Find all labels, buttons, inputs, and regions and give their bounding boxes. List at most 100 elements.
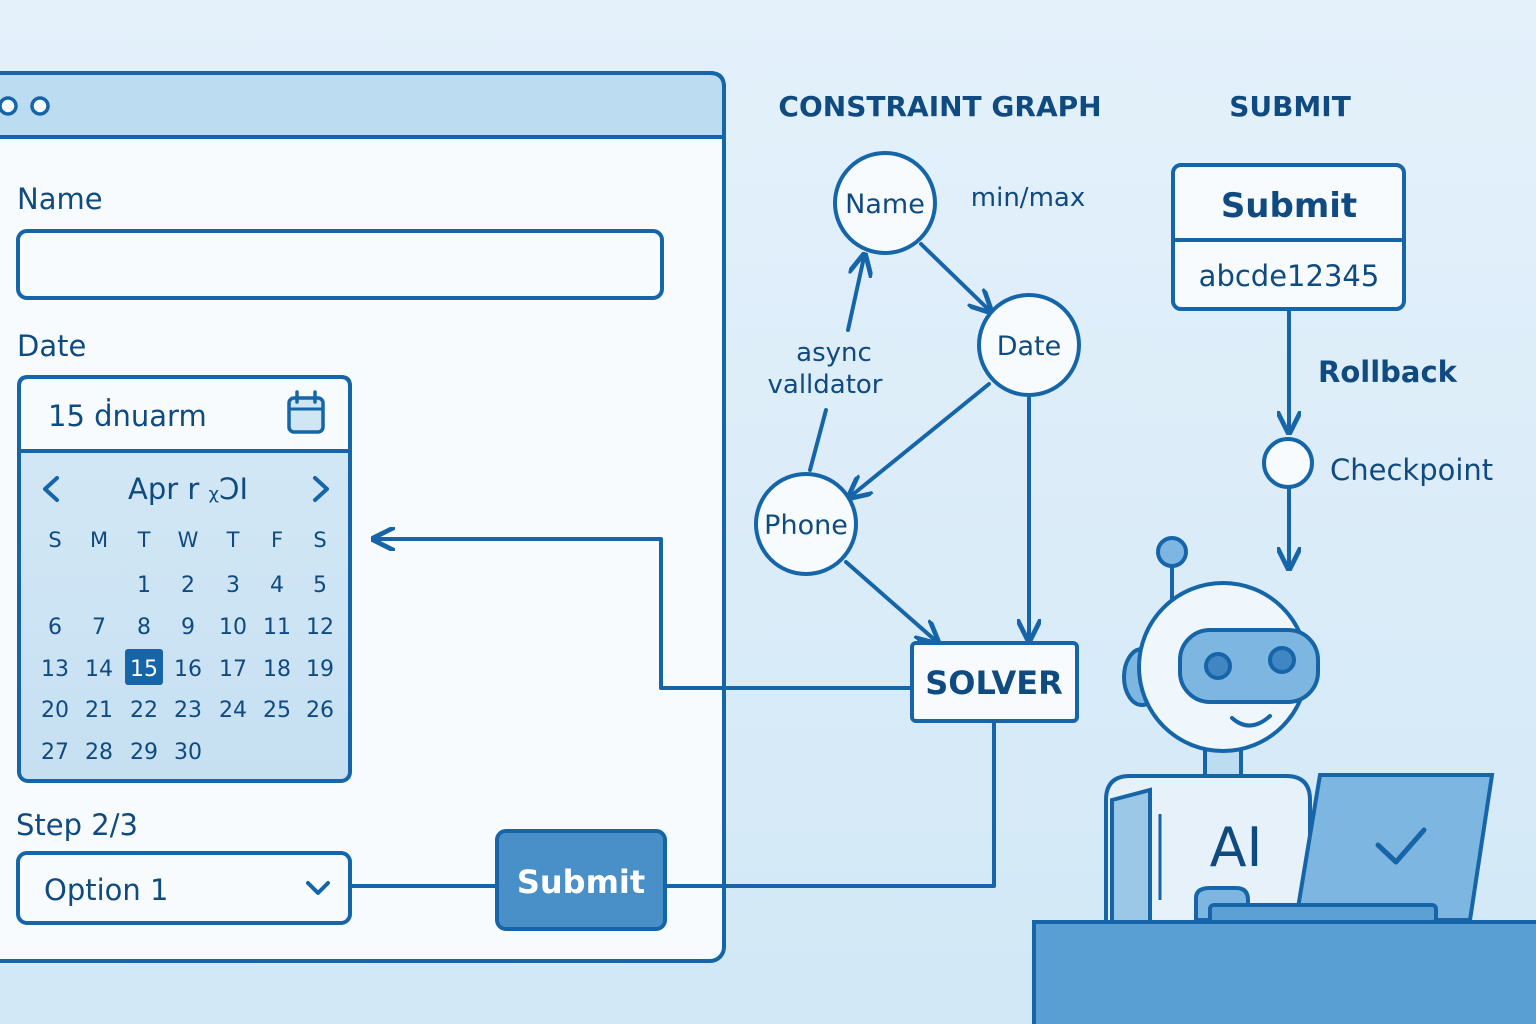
calendar-day[interactable]: 25 bbox=[263, 698, 291, 723]
form-submit-label: Submit bbox=[517, 863, 645, 901]
edge-phone-async bbox=[808, 408, 828, 472]
calendar-day[interactable]: 11 bbox=[263, 615, 291, 640]
calendar-day[interactable]: 29 bbox=[130, 740, 158, 765]
arrow-solver-to-calendar bbox=[376, 539, 914, 690]
calendar-day[interactable]: 17 bbox=[219, 657, 247, 682]
calendar-day[interactable]: 16 bbox=[174, 657, 202, 682]
checkpoint-node[interactable] bbox=[1262, 437, 1314, 489]
async-validator-label-2: valldator bbox=[768, 370, 883, 400]
calendar-month-label: Apr r ᵪƆI bbox=[128, 472, 248, 506]
calendar-day[interactable]: 24 bbox=[219, 698, 247, 723]
calendar-day[interactable]: 19 bbox=[306, 657, 334, 682]
node-phone-label: Phone bbox=[764, 510, 848, 541]
calendar-day[interactable]: 27 bbox=[41, 740, 69, 765]
calendar-day[interactable]: 23 bbox=[174, 698, 202, 723]
calendar-day[interactable]: 5 bbox=[313, 573, 327, 598]
chevron-left-icon[interactable] bbox=[43, 476, 59, 502]
calendar-day[interactable]: 12 bbox=[306, 615, 334, 640]
calendar-day[interactable]: 22 bbox=[130, 698, 158, 723]
option-select[interactable]: Option 1 bbox=[16, 851, 352, 925]
robot-body bbox=[1104, 774, 1312, 924]
rollback-label: Rollback bbox=[1318, 355, 1458, 389]
window-control-dot[interactable] bbox=[30, 96, 50, 116]
calendar-day[interactable]: 1 bbox=[137, 573, 151, 598]
robot-eye-left bbox=[1204, 652, 1232, 680]
robot-smile bbox=[1230, 714, 1272, 728]
edge-async-name bbox=[846, 257, 864, 332]
calendar-day[interactable]: 26 bbox=[306, 698, 334, 723]
robot-chest-label: AI bbox=[1210, 816, 1263, 879]
robot-visor bbox=[1178, 628, 1320, 704]
calendar-day[interactable]: 3 bbox=[226, 573, 240, 598]
date-label: Date bbox=[17, 329, 86, 363]
submit-token: abcde12345 bbox=[1199, 259, 1380, 293]
edge-phone-solver bbox=[844, 560, 936, 641]
robot-arm-left bbox=[1110, 787, 1152, 924]
calendar-day[interactable]: 6 bbox=[48, 615, 62, 640]
robot-illustration: AI bbox=[1032, 536, 1536, 1024]
calendar-day[interactable]: 18 bbox=[263, 657, 291, 682]
weekday-label: F bbox=[271, 528, 283, 552]
minmax-label: min/max bbox=[971, 183, 1085, 213]
calendar-day[interactable]: 21 bbox=[85, 698, 113, 723]
checkmark-icon bbox=[1375, 827, 1427, 865]
calendar-day[interactable]: 7 bbox=[92, 615, 106, 640]
submit-panel: SUBMIT Submit abcde12345 Rollback Checkp… bbox=[1171, 90, 1493, 566]
submit-title: SUBMIT bbox=[1229, 90, 1351, 123]
submit-card-button[interactable]: Submit bbox=[1221, 186, 1357, 226]
date-input[interactable] bbox=[17, 375, 352, 453]
calendar-day[interactable]: 14 bbox=[85, 657, 113, 682]
name-label: Name bbox=[17, 182, 103, 216]
weekday-label: S bbox=[313, 528, 326, 552]
window-titlebar bbox=[0, 71, 726, 139]
checkpoint-label: Checkpoint bbox=[1330, 453, 1493, 487]
form-submit-button[interactable]: Submit bbox=[495, 829, 667, 931]
node-date-label: Date bbox=[997, 331, 1062, 362]
async-validator-label-1: async bbox=[796, 338, 872, 368]
solver-box bbox=[910, 641, 1079, 723]
robot-antenna-tip bbox=[1156, 536, 1188, 568]
calendar-day[interactable]: 10 bbox=[219, 615, 247, 640]
calendar-day[interactable]: 2 bbox=[181, 573, 195, 598]
calendar-icon[interactable] bbox=[287, 390, 325, 434]
calendar-selected-highlight bbox=[125, 649, 163, 685]
node-date[interactable] bbox=[977, 293, 1081, 397]
calendar-day[interactable]: 30 bbox=[174, 740, 202, 765]
node-name[interactable] bbox=[833, 151, 937, 255]
connector-submit-solver bbox=[663, 720, 996, 888]
weekday-label: S bbox=[48, 528, 61, 552]
weekday-label: T bbox=[137, 528, 151, 552]
date-input-value: 15 ḋnuarm bbox=[48, 398, 207, 433]
chevron-right-icon[interactable] bbox=[313, 476, 329, 502]
chevron-down-icon bbox=[306, 881, 330, 895]
edge-date-phone bbox=[851, 382, 991, 496]
robot-eye-right bbox=[1268, 646, 1296, 674]
edge-name-date bbox=[919, 242, 989, 310]
name-input[interactable] bbox=[16, 229, 664, 300]
weekday-label: W bbox=[178, 528, 199, 552]
calendar-day[interactable]: 4 bbox=[270, 573, 284, 598]
weekday-label: M bbox=[90, 528, 108, 552]
option-select-value: Option 1 bbox=[44, 873, 168, 907]
calendar-day[interactable]: 8 bbox=[137, 615, 151, 640]
node-name-label: Name bbox=[845, 189, 925, 220]
desk bbox=[1032, 920, 1536, 1024]
calendar-day[interactable]: 9 bbox=[181, 615, 195, 640]
window-control-dot[interactable] bbox=[0, 96, 18, 116]
laptop-screen bbox=[1293, 773, 1495, 922]
calendar-day[interactable]: 20 bbox=[41, 698, 69, 723]
constraint-graph-title: CONSTRAINT GRAPH bbox=[778, 90, 1101, 123]
weekday-label: T bbox=[226, 528, 240, 552]
calendar-day[interactable]: 28 bbox=[85, 740, 113, 765]
calendar-day-selected[interactable]: 15 bbox=[130, 657, 158, 682]
solver-label: SOLVER bbox=[925, 664, 1063, 702]
calendar-day[interactable]: 13 bbox=[41, 657, 69, 682]
step-indicator: Step 2/3 bbox=[16, 808, 138, 842]
constraint-graph: CONSTRAINT GRAPH Name Date Phone min/max… bbox=[754, 90, 1102, 723]
node-phone[interactable] bbox=[754, 472, 858, 576]
